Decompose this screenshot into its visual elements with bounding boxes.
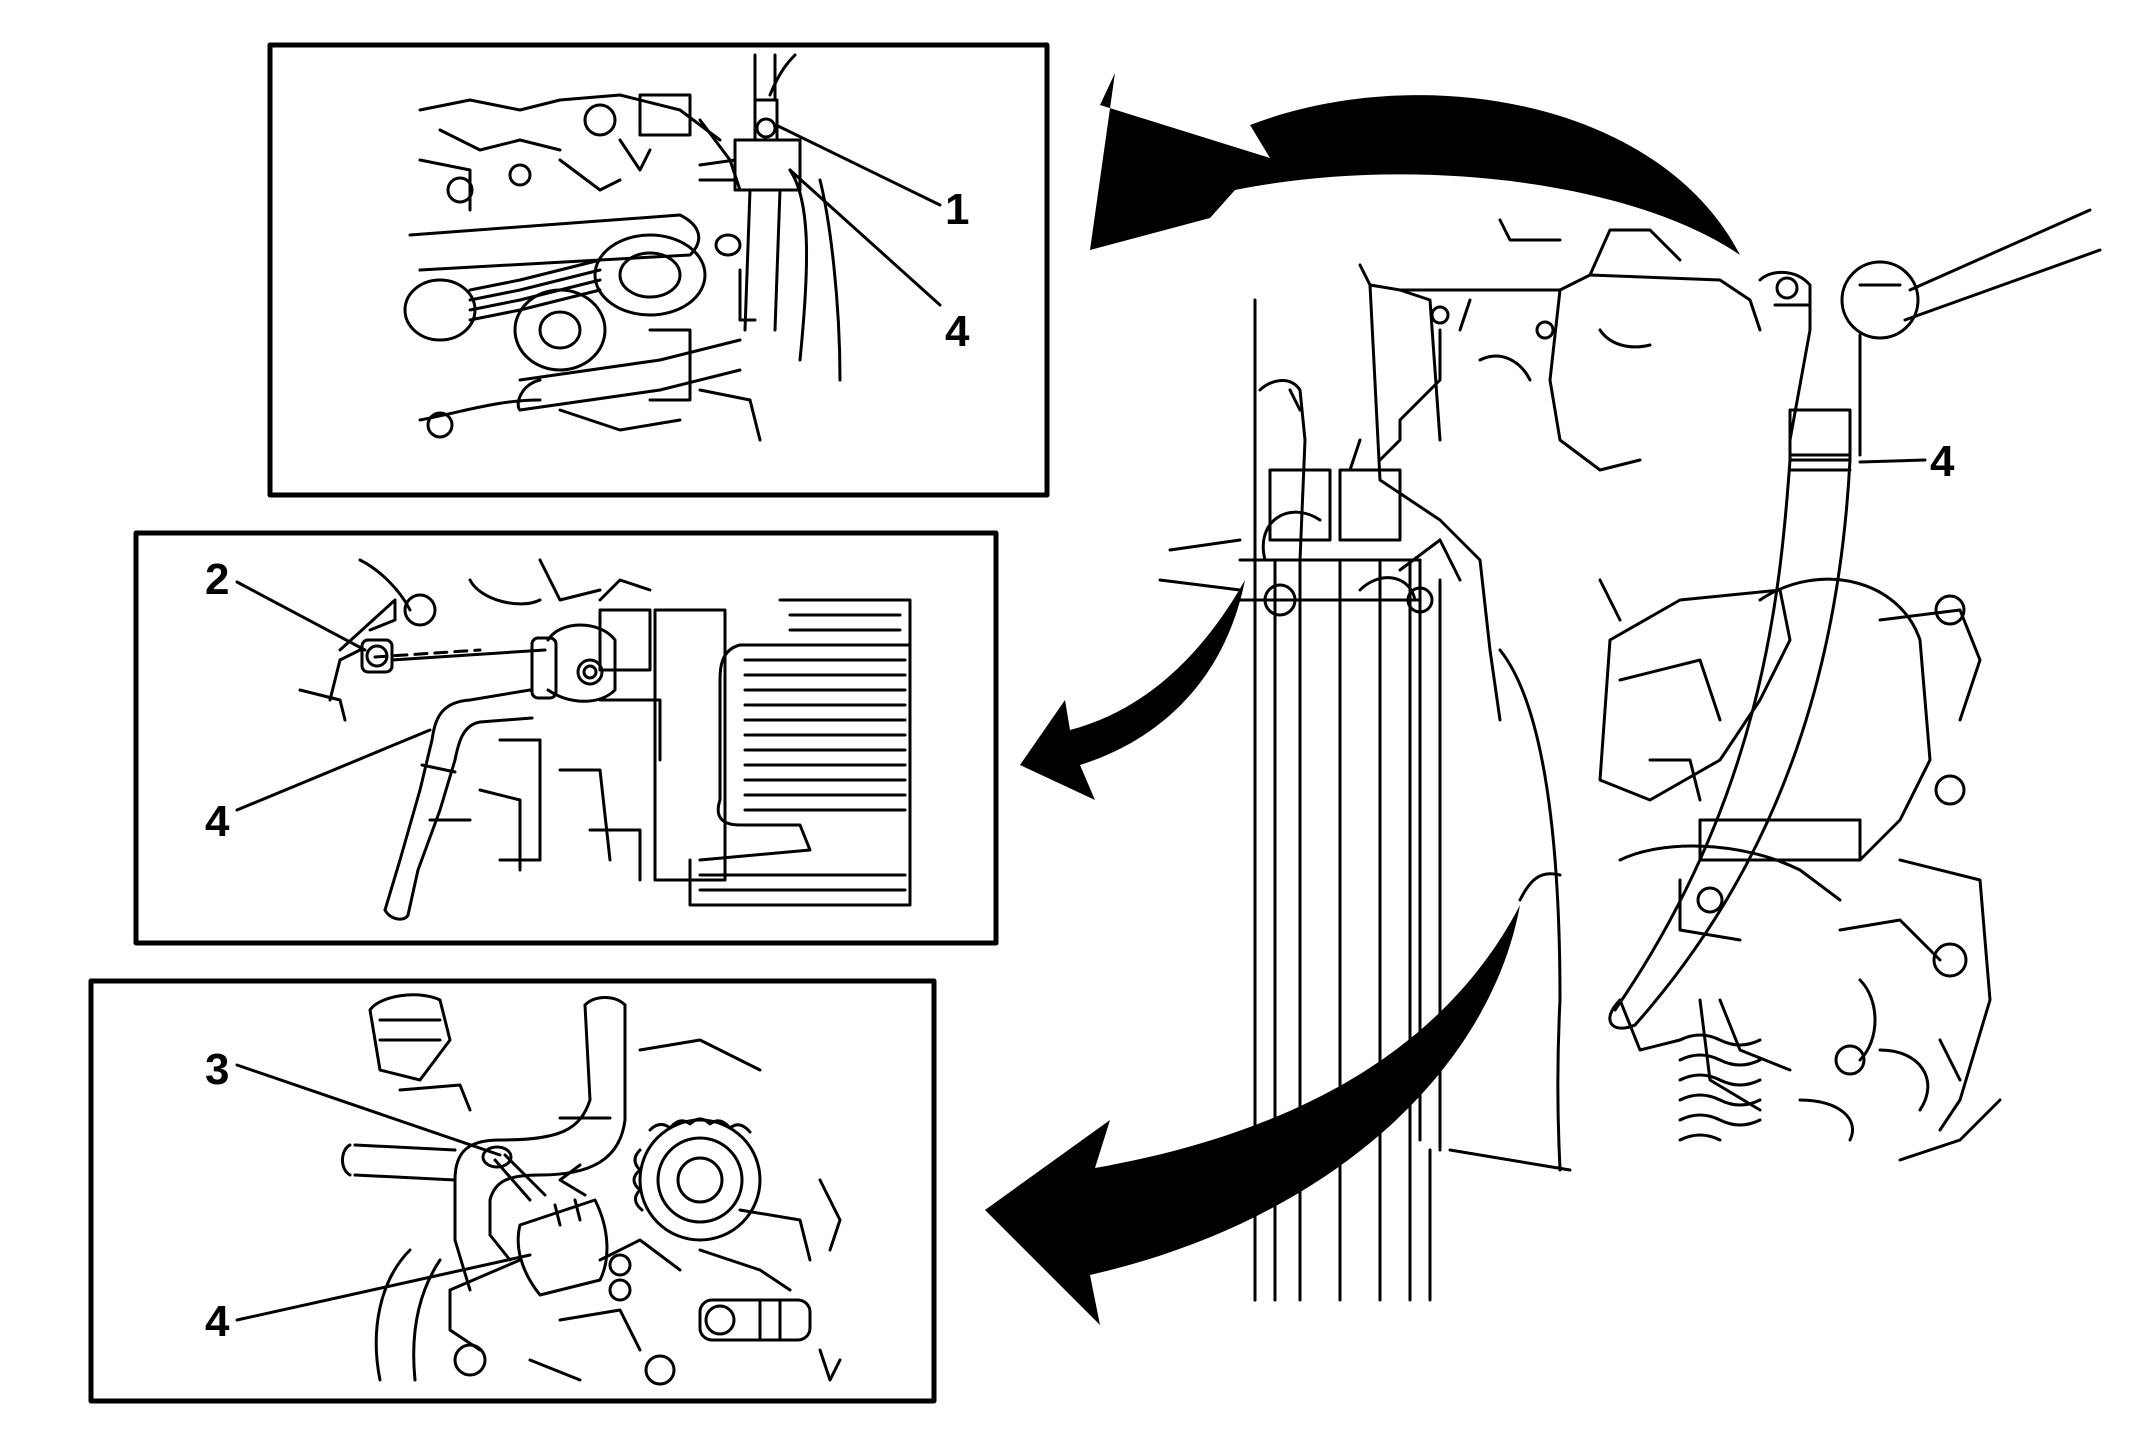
radiator-support-bracket [1358, 218, 1762, 722]
bottom-inset-leader-4 [235, 1253, 532, 1322]
callout-4-main-view: 4 [1930, 437, 1955, 486]
radiator-assembly [1238, 298, 1442, 1302]
top-inset [267, 42, 1050, 498]
arrow-to-top-inset [1090, 73, 1740, 255]
middle-inset-background [298, 558, 602, 722]
main-view-leader-4 [1858, 458, 1927, 464]
middle-inset-leader-2 [235, 580, 367, 652]
middle-inset-bracket [428, 578, 727, 882]
top-inset-hose [516, 53, 842, 412]
callout-4-middle-inset: 4 [205, 797, 230, 846]
top-inset-leader-1 [774, 123, 942, 207]
callout-4-bottom-inset: 4 [205, 1297, 230, 1346]
middle-inset-condenser [688, 598, 912, 907]
middle-inset-leader-4 [235, 728, 432, 812]
bottom-inset-hose [341, 996, 627, 1352]
callout-3-bolt: 3 [205, 1045, 230, 1094]
main-ac-hose [1608, 208, 2102, 1030]
middle-inset [133, 530, 999, 946]
body-outline [1158, 538, 1622, 1172]
bottom-inset-pump [632, 1117, 812, 1342]
bottom-inset-leader-3 [235, 1063, 502, 1157]
callout-2-nut: 2 [205, 555, 230, 604]
arrow-to-bottom-inset [985, 905, 1520, 1325]
main-view [1158, 208, 2102, 1302]
arrow-to-middle-inset [1020, 580, 1245, 800]
top-inset-leader-4 [788, 168, 942, 307]
bottom-inset-engine [368, 993, 842, 1386]
top-inset-pulleys [403, 213, 707, 372]
callout-4-top-inset: 4 [945, 307, 970, 356]
harness-connector [1258, 328, 1462, 617]
callout-1-nut: 1 [945, 185, 970, 234]
middle-inset-hose [338, 598, 617, 921]
top-inset-engine [418, 93, 762, 442]
bottom-inset [88, 978, 937, 1404]
engine-compressor [1598, 577, 2002, 1162]
